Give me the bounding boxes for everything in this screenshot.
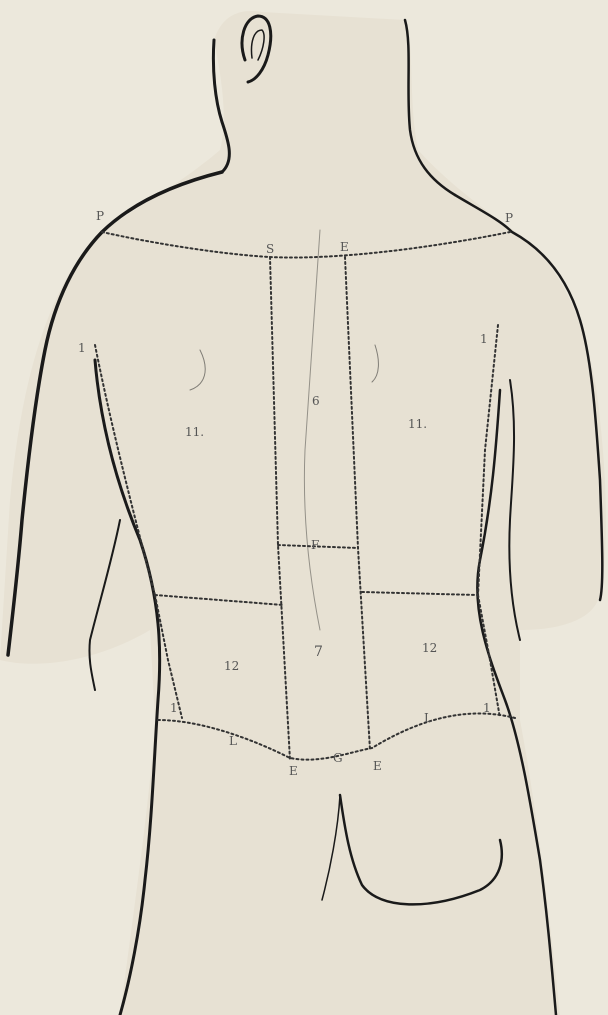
label-seven: 7 [314, 644, 323, 660]
label-f-mid: F [311, 538, 319, 552]
label-p-right: P [505, 211, 513, 225]
label-p-left: P [96, 209, 104, 223]
label-twelve-left: 12 [224, 659, 239, 673]
label-e-bottom-right: E [373, 759, 382, 773]
label-twelve-right: 12 [422, 641, 437, 655]
label-l-right: L [424, 711, 432, 725]
label-eleven-left: 11. [185, 425, 204, 439]
label-s-top: S [266, 242, 274, 256]
label-one-left: 1 [78, 341, 86, 355]
label-e-bottom-left: E [289, 764, 298, 778]
label-one-right: 1 [480, 332, 488, 346]
label-l-left: L [229, 734, 237, 748]
label-g-bottom: G [333, 751, 343, 765]
label-six: 6 [312, 394, 320, 408]
label-one-low-left: 1 [170, 701, 178, 715]
label-e-top: E [340, 240, 349, 254]
label-one-low-right: 1 [483, 701, 491, 715]
label-eleven-right: 11. [408, 417, 427, 431]
